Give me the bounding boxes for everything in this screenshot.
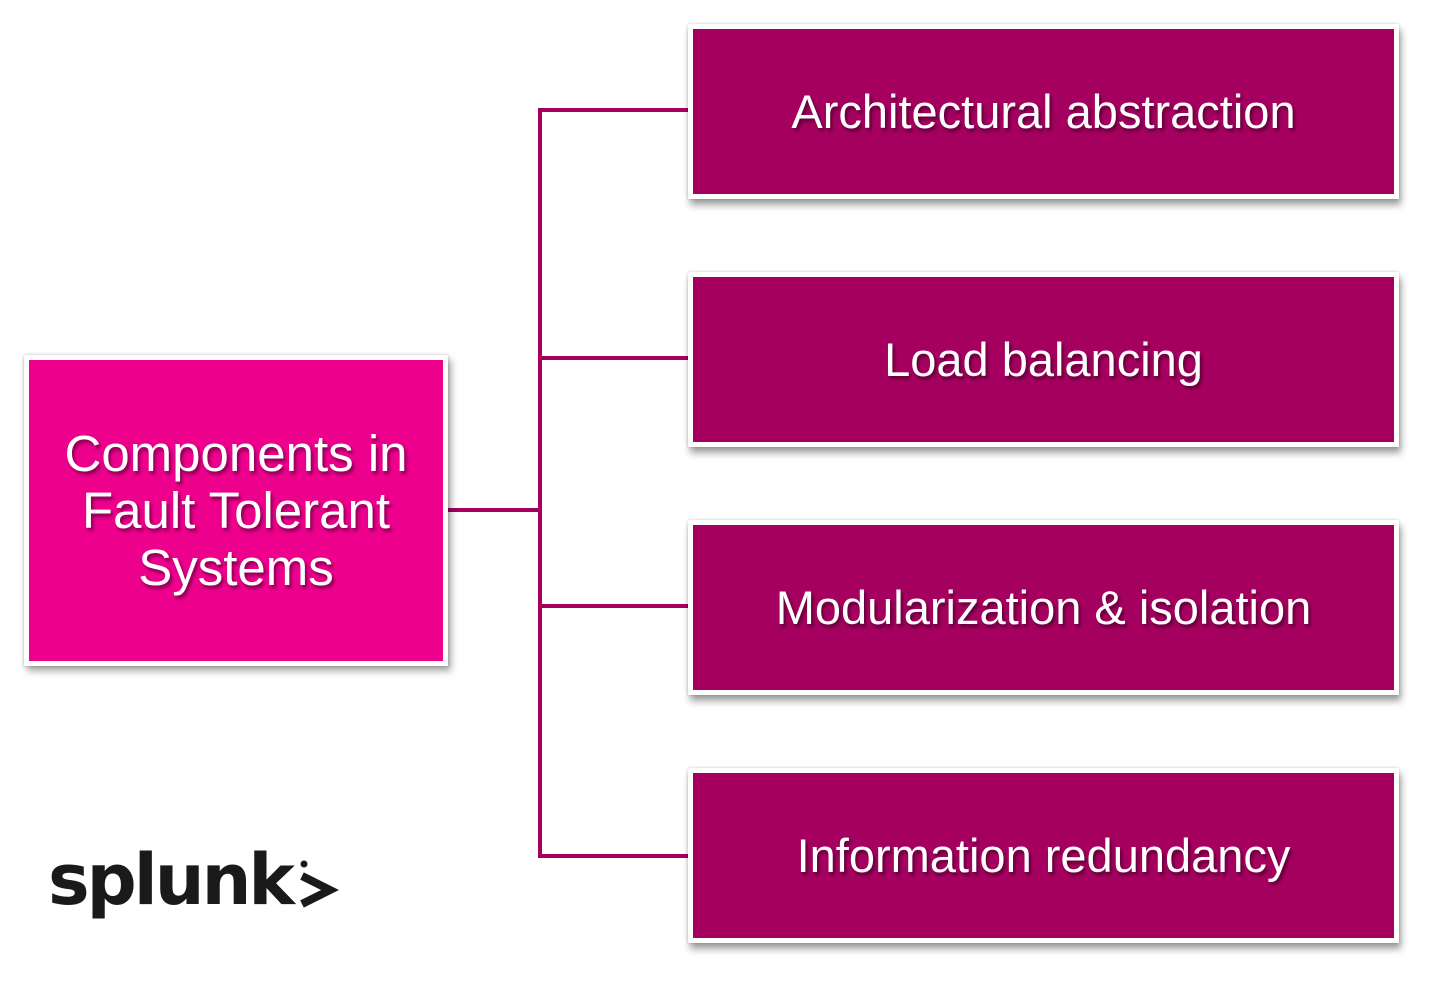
child-node-label: Modularization & isolation xyxy=(775,581,1312,634)
splunk-logo: splunk xyxy=(48,838,340,938)
child-node-load-balancing: Load balancing xyxy=(688,272,1399,447)
splunk-logo-wordmark: splunk xyxy=(48,839,295,921)
child-node-architectural-abstraction: Architectural abstraction xyxy=(688,24,1399,199)
child-node-information-redundancy: Information redundancy xyxy=(688,768,1399,943)
child-node-modularization-isolation: Modularization & isolation xyxy=(688,520,1399,695)
child-node-label: Information redundancy xyxy=(796,829,1291,882)
root-node: Components in Fault Tolerant Systems xyxy=(24,355,448,666)
root-node-label: Components in Fault Tolerant Systems xyxy=(64,425,408,596)
child-node-label: Load balancing xyxy=(884,333,1203,386)
chevron-right-icon xyxy=(300,860,339,908)
child-node-label: Architectural abstraction xyxy=(791,85,1296,138)
